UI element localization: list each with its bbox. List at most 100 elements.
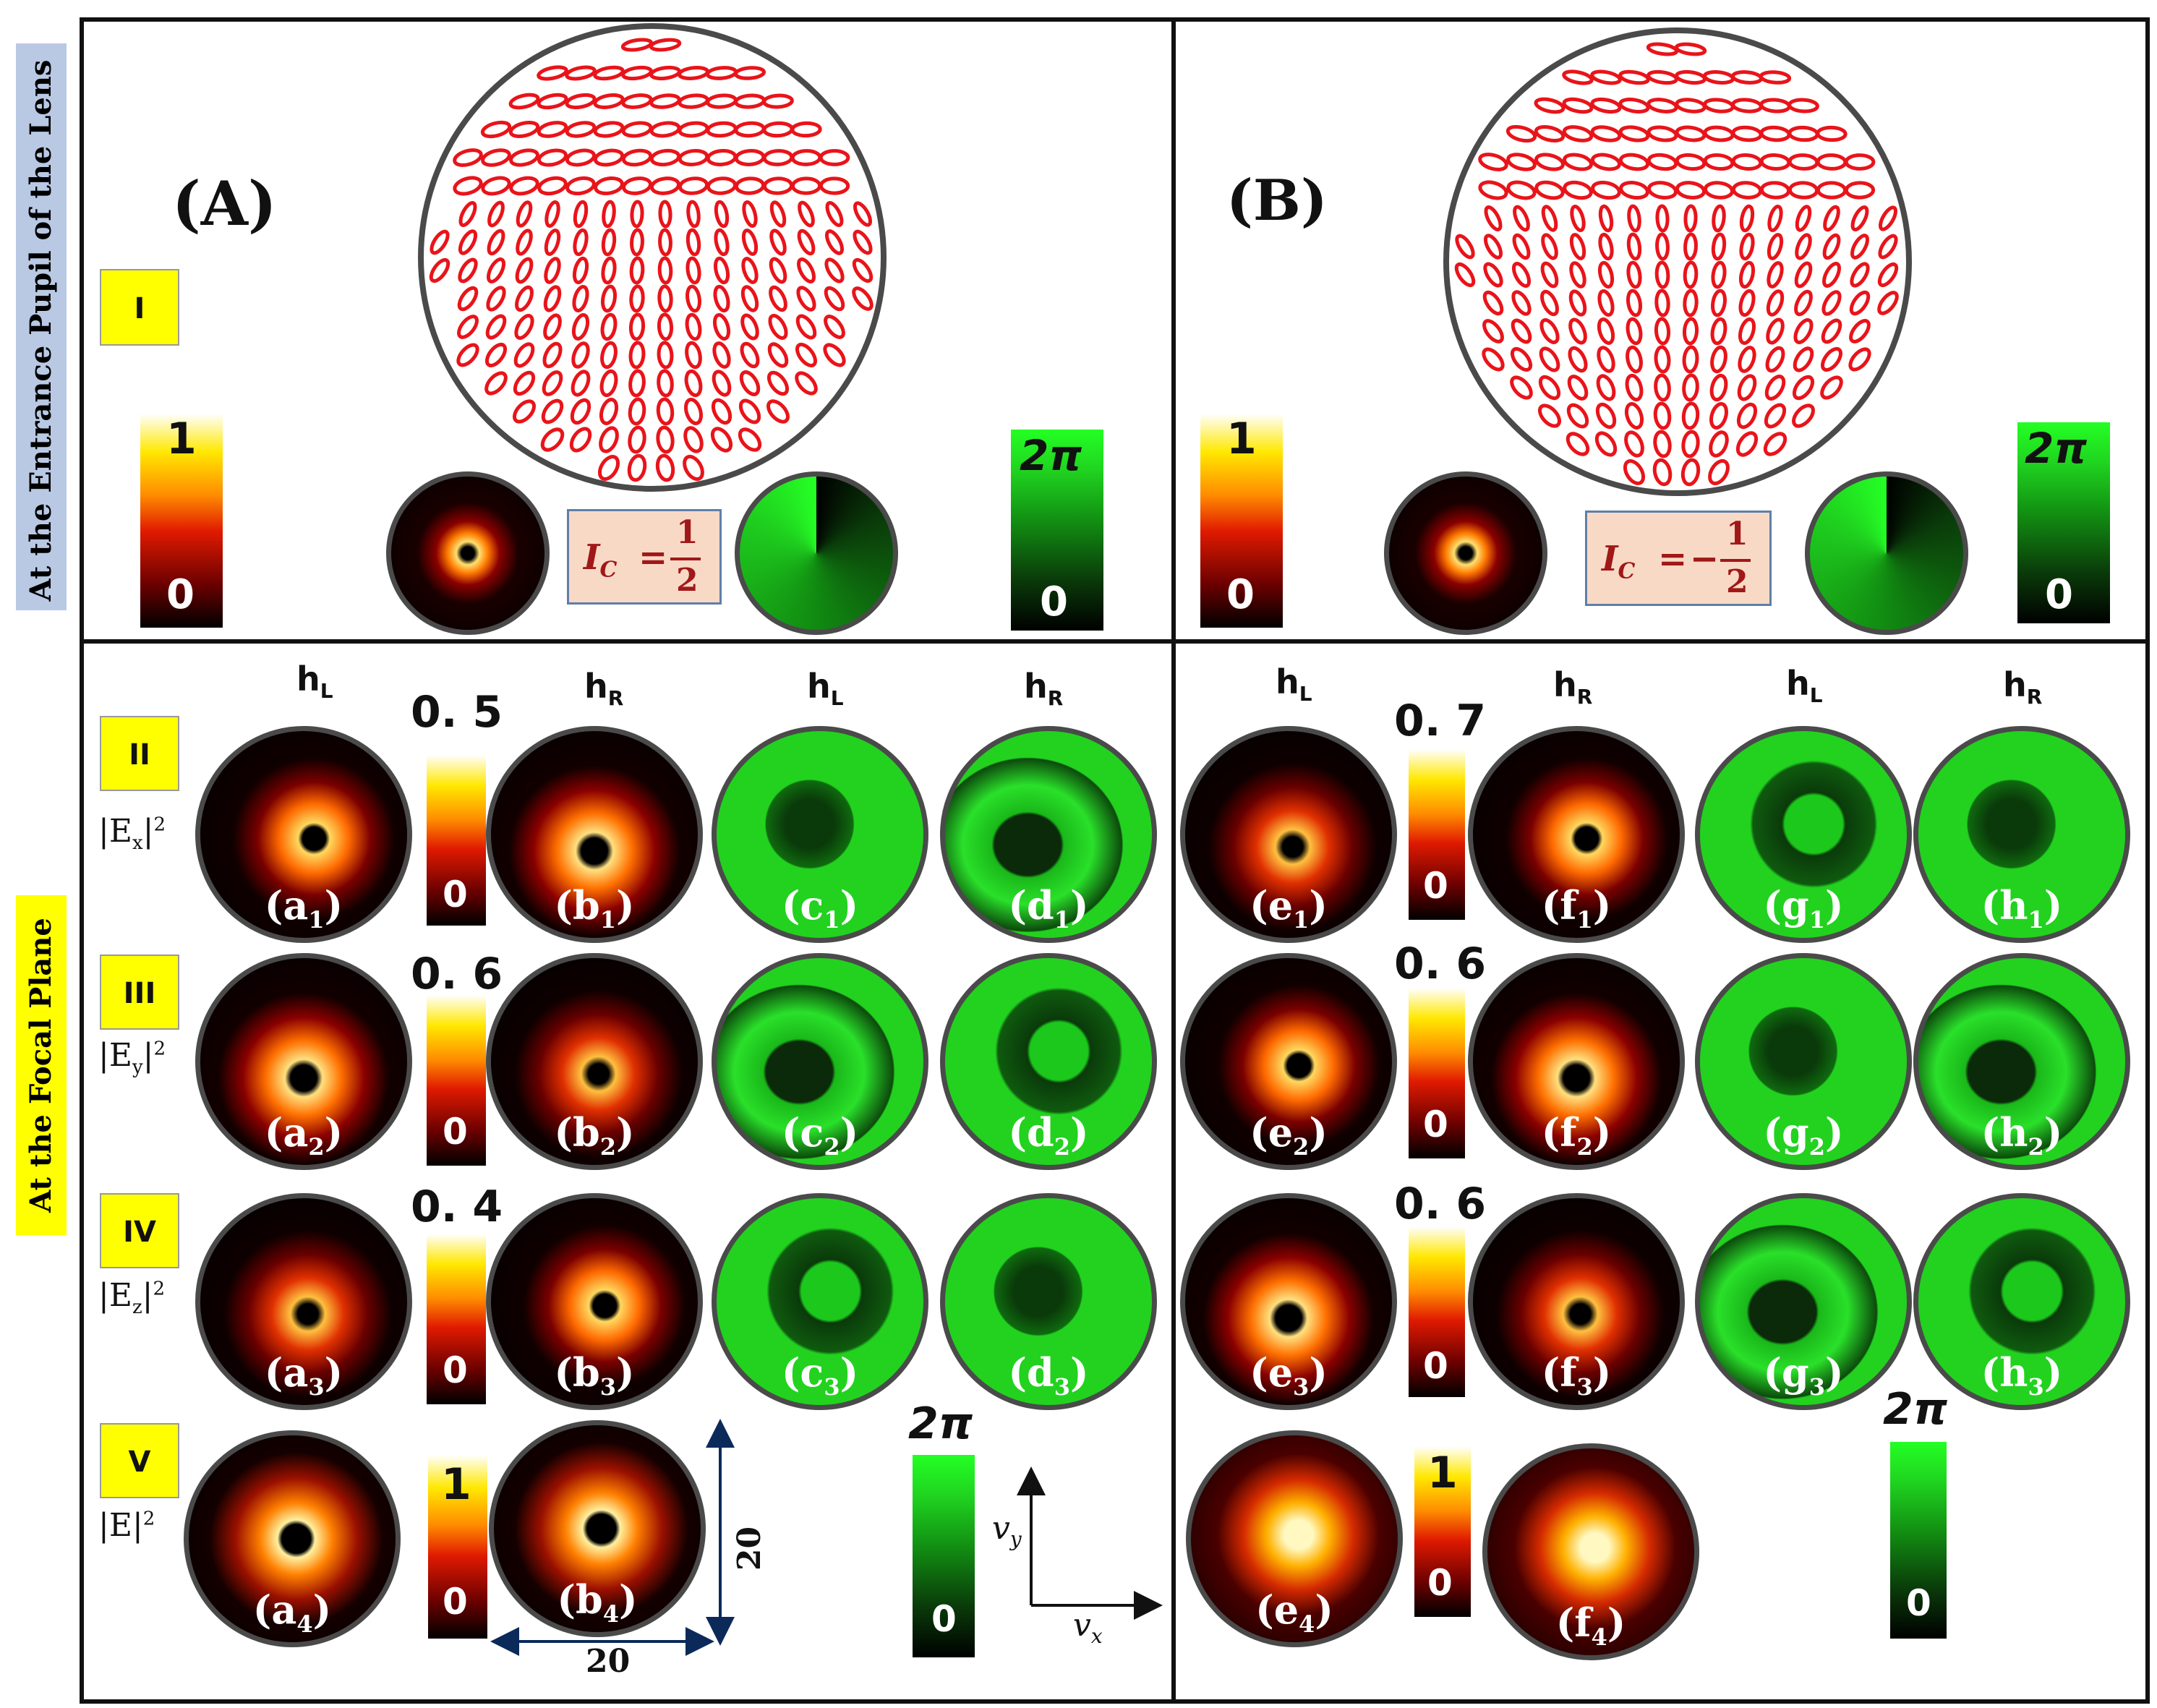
polarization-ellipse xyxy=(1511,290,1532,316)
polarization-ellipse xyxy=(1646,69,1678,85)
polarization-ellipse xyxy=(430,229,450,255)
sublabel-d3: (d3) xyxy=(1008,1349,1089,1401)
polarization-ellipse xyxy=(1539,346,1560,372)
polarization-ellipse xyxy=(621,65,653,81)
col-header-a-phase-hr: hR xyxy=(1024,667,1064,711)
colorbar-b-iv xyxy=(1409,1226,1465,1397)
ic-formula-a-frac-line xyxy=(670,558,701,560)
polarization-ellipse xyxy=(1794,261,1813,289)
divider-horizontal xyxy=(80,639,2150,644)
polarization-ellipse xyxy=(1541,205,1558,232)
col-header-b-hr: hR xyxy=(1553,665,1593,709)
polarization-ellipse xyxy=(655,453,675,482)
colorbar-a-iii-min: 0 xyxy=(443,1111,468,1153)
polarization-ellipse xyxy=(1513,205,1530,232)
polarization-ellipse xyxy=(1765,346,1785,373)
polarization-ellipse xyxy=(1562,69,1594,85)
panel-label-b: (B) xyxy=(1226,168,1328,234)
polarization-ellipse xyxy=(740,313,759,341)
polarization-ellipse xyxy=(1626,289,1643,317)
polarization-ellipse xyxy=(1682,317,1699,346)
polarization-ellipse xyxy=(712,370,732,397)
polarization-map-a xyxy=(418,23,887,492)
polarization-ellipse xyxy=(630,200,644,229)
colorbar-b-ii xyxy=(1409,749,1465,920)
polarization-ellipse xyxy=(481,148,511,167)
polarization-ellipse xyxy=(1711,260,1727,289)
sublabel-g1: (g1) xyxy=(1763,882,1844,934)
polarization-ellipse xyxy=(458,201,477,227)
polarization-ellipse xyxy=(486,257,506,283)
polarization-ellipse xyxy=(1738,260,1756,289)
polarization-ellipse xyxy=(1510,375,1533,400)
map-h1: (h1) xyxy=(1913,726,2130,943)
polarization-ellipse xyxy=(1792,403,1815,428)
polarization-ellipse xyxy=(819,176,850,195)
map-e1: (e1) xyxy=(1180,726,1397,943)
sublabel-a2: (a2) xyxy=(264,1109,343,1161)
polarization-ellipse xyxy=(1680,458,1701,487)
polarization-ellipse xyxy=(1566,432,1590,456)
colorbar-a-ii xyxy=(427,755,486,926)
polarization-ellipse xyxy=(1820,375,1843,400)
polarization-ellipse xyxy=(565,65,597,81)
polarization-ellipse xyxy=(712,341,731,369)
polarization-ellipse xyxy=(685,284,701,313)
map-b3: (b3) xyxy=(486,1193,703,1410)
sublabel-b4: (b4) xyxy=(557,1576,638,1628)
polarization-ellipse xyxy=(657,312,674,341)
polarization-ellipse xyxy=(537,176,568,196)
polarization-ellipse xyxy=(1590,153,1622,171)
polarization-ellipse xyxy=(685,312,702,341)
colorbar-a-iii-max: 0. 6 xyxy=(411,949,503,999)
polarization-ellipse xyxy=(537,121,568,138)
polarization-ellipse xyxy=(649,38,682,52)
polarization-ellipse xyxy=(457,286,479,312)
polarization-ellipse xyxy=(1849,290,1871,316)
polarization-ellipse xyxy=(570,398,591,425)
polarization-ellipse xyxy=(853,201,873,227)
map-f1: (f1) xyxy=(1468,726,1685,943)
polarization-ellipse xyxy=(733,66,766,80)
polarization-ellipse xyxy=(1537,403,1562,428)
polarization-ellipse xyxy=(766,399,790,424)
polarization-ellipse xyxy=(823,343,846,367)
polarization-ellipse xyxy=(480,120,512,139)
polarization-ellipse xyxy=(513,370,536,396)
polarization-ellipse xyxy=(796,286,816,312)
colorbar-b-phase-max: 2π xyxy=(1883,1384,1948,1435)
polarization-ellipse xyxy=(767,342,789,368)
polarization-ellipse xyxy=(1767,261,1784,289)
scale-label-horizontal: 20 xyxy=(586,1643,631,1680)
sublabel-e3: (e3) xyxy=(1250,1349,1328,1401)
sublabel-h1: (h1) xyxy=(1981,882,2063,934)
polarization-ellipse xyxy=(1710,345,1727,374)
polarization-ellipse xyxy=(1850,234,1870,260)
polarization-ellipse xyxy=(543,313,562,341)
polarization-ellipse xyxy=(1598,204,1614,233)
polarization-ellipse xyxy=(1534,125,1566,142)
polarization-ellipse xyxy=(1710,317,1727,346)
ic-formula-b-eq: = xyxy=(1658,539,1688,579)
polarization-ellipse xyxy=(1590,97,1622,114)
axis-label-vy: vy xyxy=(992,1510,1022,1551)
polarization-ellipse xyxy=(1541,233,1558,260)
ic-formula-b-lhs: IC xyxy=(1602,539,1636,584)
polarization-ellipse xyxy=(628,397,646,426)
polarization-ellipse xyxy=(516,229,533,256)
polarization-ellipse xyxy=(599,398,619,425)
polarization-ellipse xyxy=(485,314,507,340)
polarization-ellipse xyxy=(601,256,617,285)
polarization-ellipse xyxy=(1822,233,1841,260)
polarization-ellipse xyxy=(597,455,620,481)
colorbar-phase-a xyxy=(1011,430,1103,631)
polarization-ellipse xyxy=(628,369,646,398)
polarization-ellipse xyxy=(1795,205,1812,232)
sublabel-c1: (c1) xyxy=(781,882,859,934)
polarization-ellipse xyxy=(1597,346,1615,373)
polarization-ellipse xyxy=(1506,153,1537,171)
axis-label-vx: vx xyxy=(1073,1607,1103,1648)
polarization-ellipse xyxy=(621,121,653,138)
polarization-ellipse xyxy=(1739,204,1755,233)
